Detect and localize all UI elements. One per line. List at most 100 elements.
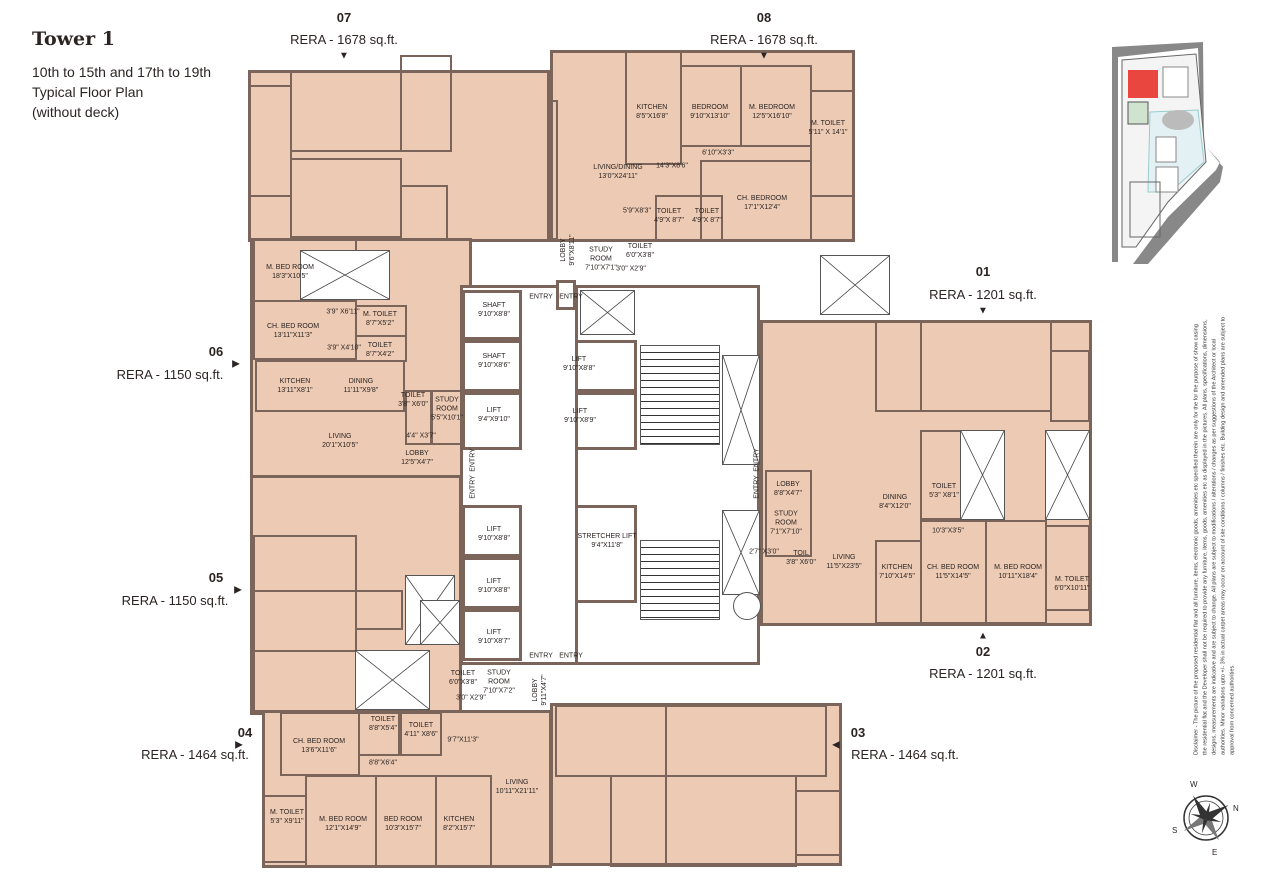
room-wall bbox=[765, 470, 812, 557]
room-name: TOILET bbox=[400, 392, 426, 399]
room-dimensions: 8'7"X4'2" bbox=[366, 351, 394, 358]
staircase bbox=[640, 540, 720, 620]
room-name: KITCHEN bbox=[636, 104, 668, 111]
room-dimensions: 14'3"X8'6" bbox=[656, 162, 688, 170]
room-dimensions: 10'11"X18'4" bbox=[998, 573, 1038, 580]
room-dimensions: 7'10"X14'5" bbox=[879, 573, 915, 580]
unit-number: 03 bbox=[850, 725, 866, 740]
room-name: LIFT bbox=[572, 408, 588, 415]
room-wall bbox=[435, 775, 492, 867]
room-name: CH. BEDROOM bbox=[736, 195, 788, 202]
unit-pointer-arrow-icon: ▲ bbox=[978, 630, 988, 642]
shaft-void bbox=[420, 600, 460, 645]
shaft-void bbox=[1045, 430, 1090, 520]
room-dimensions: 8'4"X12'0" bbox=[879, 503, 911, 510]
room-dimensions: 4'11" X8'6" bbox=[404, 731, 438, 738]
entry-label: ENTRY bbox=[529, 293, 553, 301]
room-label: LIVING/DINING 13'0"X24'11" bbox=[593, 163, 642, 181]
room-dimensions: 9'4"X11'8" bbox=[591, 542, 623, 549]
room-label: 4'4" X3'7" bbox=[406, 432, 436, 441]
unit-number: 08 bbox=[756, 10, 772, 25]
room-dimensions: 9'10"X8'6" bbox=[478, 362, 510, 369]
room-dimensions: 11'5"X23'5" bbox=[826, 563, 862, 570]
room-dimensions: 5'3" X8'1" bbox=[929, 492, 959, 499]
room-dimensions: 9'11"X4'7" bbox=[541, 674, 548, 706]
room-wall bbox=[665, 705, 827, 777]
room-name: LIVING bbox=[328, 433, 352, 440]
lift-shaft bbox=[462, 557, 522, 609]
unit-number: 02 bbox=[975, 644, 991, 659]
room-name: TOILET bbox=[450, 670, 476, 677]
room-name: CH. BED ROOM bbox=[292, 738, 346, 745]
shaft-void bbox=[580, 290, 635, 335]
room-label: 5'9"X8'3" bbox=[623, 207, 651, 216]
room-wall bbox=[405, 390, 433, 445]
room-name: KITCHEN bbox=[881, 564, 913, 571]
room-wall bbox=[255, 360, 405, 412]
core-lobby bbox=[556, 280, 576, 310]
lift-shaft bbox=[462, 392, 522, 450]
unit-rera-area: RERA - 1678 sq.ft. bbox=[710, 32, 818, 47]
compass-rose-icon bbox=[1183, 795, 1229, 841]
room-dimensions: 20'1"X10'5" bbox=[322, 442, 358, 449]
room-name: TOIL bbox=[793, 550, 809, 557]
tower-title: Tower 1 bbox=[32, 28, 115, 50]
room-name: CH. BED ROOM bbox=[266, 323, 320, 330]
room-name: LIFT bbox=[486, 629, 502, 636]
unit-number: 04 bbox=[237, 725, 253, 740]
room-name: TOILET bbox=[370, 716, 396, 723]
entry-label: ENTRY bbox=[469, 475, 477, 499]
subtitle-line: Typical Floor Plan bbox=[32, 84, 144, 100]
room-name: STRETCHER LIFT bbox=[577, 533, 637, 540]
compass-south: S bbox=[1172, 826, 1178, 835]
room-name: SHAFT bbox=[482, 353, 506, 360]
room-wall bbox=[920, 320, 1052, 412]
staircase bbox=[640, 345, 720, 445]
room-label: 10'3"X3'5" bbox=[932, 527, 964, 536]
room-wall bbox=[665, 775, 797, 867]
room-wall bbox=[248, 85, 292, 197]
room-wall bbox=[253, 650, 357, 712]
unit-pointer-arrow-icon: ▶ bbox=[235, 739, 243, 751]
room-name: STUDY ROOM bbox=[487, 669, 511, 686]
room-dimensions: 6'0"X3'8" bbox=[626, 252, 654, 259]
room-name: CH. BED ROOM bbox=[926, 564, 980, 571]
room-dimensions: 13'0"X24'11" bbox=[598, 173, 638, 180]
shaft-void bbox=[722, 355, 760, 465]
room-dimensions: 13'6"X11'6" bbox=[301, 747, 337, 754]
room-name: M. BED ROOM bbox=[994, 564, 1042, 571]
unit-pointer-arrow-icon: ▶ bbox=[234, 584, 242, 596]
subtitle-line: 10th to 15th and 17th to 19th bbox=[32, 64, 212, 80]
entry-label: ENTRY bbox=[753, 448, 761, 472]
compass-north: N bbox=[1233, 804, 1239, 813]
room-label: 8'8"X6'4" bbox=[369, 759, 397, 768]
room-wall bbox=[548, 100, 558, 240]
unit-rera-area: RERA - 1150 sq.ft. bbox=[121, 593, 229, 608]
lift-shaft bbox=[462, 505, 522, 557]
room-name: LOBBY bbox=[532, 678, 539, 702]
compass: W N S E bbox=[1172, 780, 1242, 857]
unit-rera-area: RERA - 1150 sq.ft. bbox=[116, 367, 224, 382]
room-name: LIVING/DINING bbox=[593, 164, 643, 171]
room-name: BED ROOM bbox=[383, 816, 423, 823]
unit-pointer-arrow-icon: ▶ bbox=[232, 358, 240, 370]
room-wall bbox=[795, 790, 841, 856]
room-dimensions: 8'8"X4'7" bbox=[774, 490, 802, 497]
room-wall bbox=[875, 320, 922, 412]
room-wall bbox=[290, 70, 402, 152]
room-name: STUDY ROOM bbox=[589, 246, 613, 263]
unit-number: 06 bbox=[208, 344, 224, 359]
